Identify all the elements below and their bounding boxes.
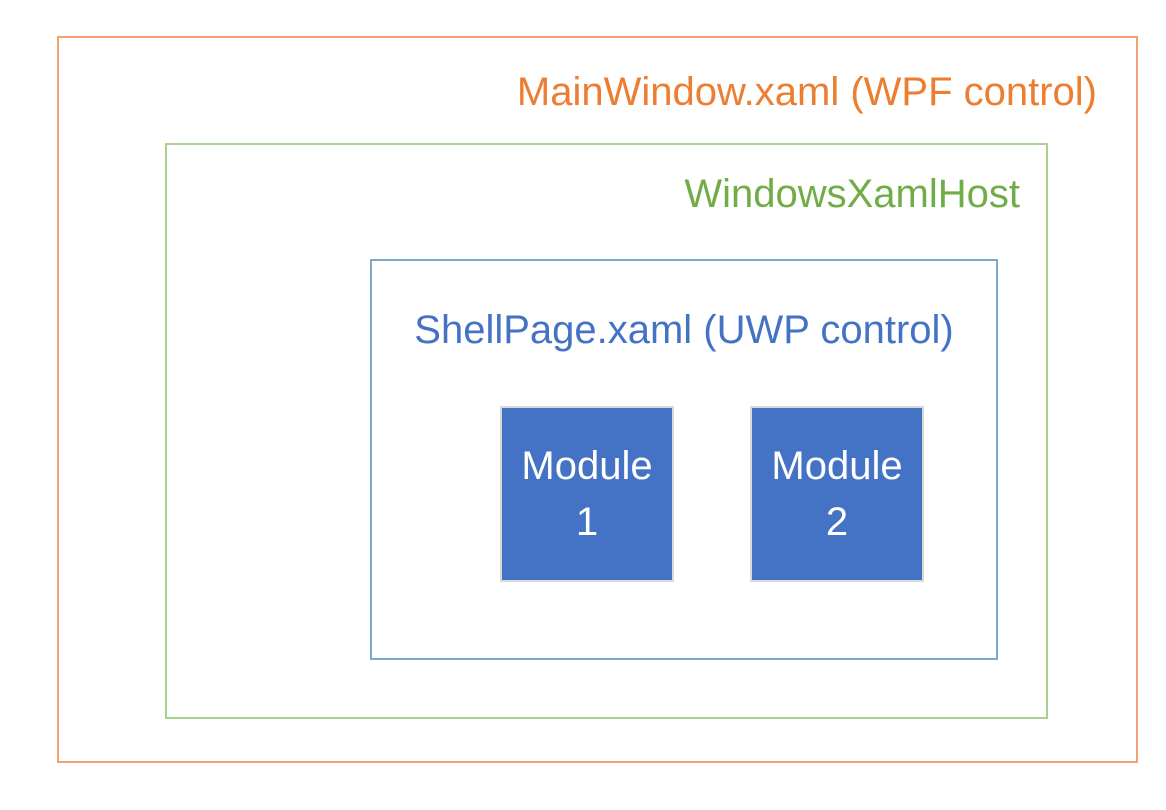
windows-xaml-host-box [165, 143, 1048, 719]
module-2-label-line2: 2 [825, 500, 849, 544]
mainwindow-wpf-box [57, 36, 1138, 763]
module-1-box: Module 1 [500, 406, 674, 582]
shellpage-uwp-label: ShellPage.xaml (UWP control) [414, 308, 954, 352]
module-1-label-line1: Module [521, 444, 653, 488]
windows-xaml-host-label: WindowsXamlHost [684, 172, 1020, 216]
module-1-label-line2: 1 [575, 500, 599, 544]
mainwindow-wpf-label: MainWindow.xaml (WPF control) [516, 70, 1097, 114]
shellpage-uwp-box [370, 259, 998, 660]
module-2-box: Module 2 [750, 406, 924, 582]
module-2-label-line1: Module [771, 444, 903, 488]
